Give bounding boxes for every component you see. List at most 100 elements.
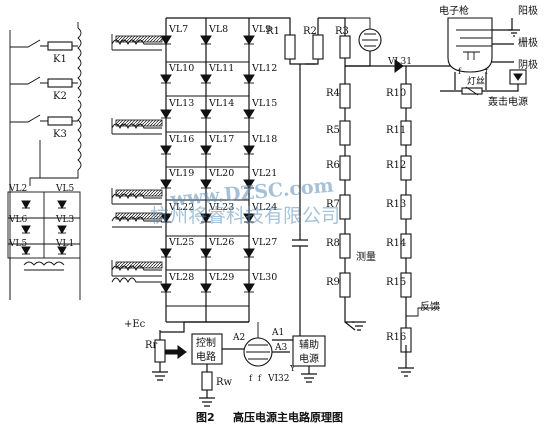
ladder-diode [160, 74, 172, 84]
ladder-diode [243, 74, 255, 84]
diode-vl32-label: VI32 [267, 374, 290, 384]
measure-resistor [339, 120, 351, 146]
diode-vl31-label: VL31 [387, 57, 412, 67]
measure-resistor [339, 83, 351, 109]
aux-supply-label-2: 电源 [299, 352, 319, 365]
cathode-label: 阴极 [518, 58, 538, 71]
diode-vl5a-label: VL5 [55, 184, 74, 194]
output-section: R1 R2 R3 VL31 [249, 17, 470, 345]
figure-caption: 图2 高压电源主电路原理图 [196, 410, 343, 424]
ladder-diode [200, 179, 212, 189]
ladder-diode-label: VL14 [208, 98, 234, 109]
ladder-diode [243, 179, 255, 189]
feedback-resistor [400, 120, 412, 146]
feedback-resistor-label: R10 [386, 88, 406, 99]
transformer-section: K1 K2 K3 [9, 22, 82, 300]
ladder-diode-label: VL29 [208, 272, 234, 283]
measure-resistor [339, 272, 351, 298]
caption-title: 高压电源主电路原理图 [233, 410, 343, 424]
watermark: www.DZSC.com 杭州将睿科技有限公司 [150, 175, 340, 227]
ladder-diode-label: VL23 [208, 202, 234, 213]
grid-label: 栅极 [518, 36, 538, 49]
ladder-diode [200, 248, 212, 258]
ladder-diode [200, 109, 212, 119]
rectifier-bridge: VL2 VL5 VL6 VL3 VL5 VL1 [7, 184, 81, 300]
ladder-diode [243, 213, 255, 223]
ladder-diode-label: VL12 [251, 63, 277, 74]
measure-resistor-label: R4 [326, 88, 340, 99]
ladder-diode-label: VL19 [168, 168, 194, 179]
ladder-diode-label: VL20 [208, 168, 234, 179]
feedback-resistor-label: R15 [386, 277, 406, 288]
ladder-diode-label: VL16 [168, 134, 194, 145]
measure-resistor-label: R9 [326, 277, 340, 288]
ladder-diode [200, 35, 212, 45]
ladder-diode [200, 145, 212, 155]
ladder-diode-label: VL10 [168, 63, 194, 74]
measure-resistor [339, 155, 351, 181]
ladder-diode-label: VL11 [208, 63, 234, 74]
switch-k1-label: K1 [53, 54, 67, 65]
diode-vl6-label: VL6 [8, 215, 27, 225]
ladder-diode [160, 109, 172, 119]
measure-resistor-label: R8 [326, 238, 340, 249]
ladder-diode [243, 283, 255, 293]
tube-a1-label: A1 [271, 328, 284, 338]
ladder-diode-label: VL9 [251, 24, 271, 35]
measure-label: 测量 [356, 250, 376, 263]
feedback-resistor [400, 194, 412, 220]
ladder-diode [243, 35, 255, 45]
ladder-diode-label: VL15 [251, 98, 277, 109]
feedback-resistor [400, 155, 412, 181]
diode-vl5b-label: VL5 [8, 239, 27, 249]
feedback-resistor-label: R16 [386, 332, 406, 343]
ladder-diode-label: VL27 [251, 237, 277, 248]
caption-number: 图2 [196, 411, 215, 424]
measure-resistor-label: R5 [326, 125, 340, 136]
measure-resistor [339, 194, 351, 220]
ec-label: +Ec [124, 319, 146, 330]
secondary-windings [111, 34, 163, 284]
ladder-diode-label: VL17 [208, 134, 234, 145]
ladder-diode-label: VL25 [168, 237, 194, 248]
ladder-diode [160, 35, 172, 45]
tube-f2-label: f [258, 374, 262, 383]
feedback-resistor-label: R12 [386, 160, 406, 171]
switch-k2-label: K2 [53, 91, 67, 102]
ladder-diode-label: VL22 [168, 202, 194, 213]
tube-a3-label: A3 [274, 343, 287, 353]
resistor-rr-label: Rr [145, 340, 158, 351]
ladder-diode [200, 213, 212, 223]
measure-resistor-label: R6 [326, 160, 340, 171]
ladder-diode-label: VL26 [208, 237, 234, 248]
measure-feedback-labels: 测量 反馈 [344, 250, 440, 377]
ladder-diode [160, 145, 172, 155]
control-circuit-label-2: 电路 [196, 350, 216, 363]
ladder-diode [160, 213, 172, 223]
resistor-r2-label: R2 [303, 26, 317, 37]
ladder-diode [160, 179, 172, 189]
feedback-resistor-label: R13 [386, 199, 406, 210]
ladder-diode [200, 283, 212, 293]
filament-label: 灯丝 [467, 75, 485, 87]
feedback-resistor-label: R14 [386, 238, 406, 249]
filament-f-right: f [485, 67, 489, 76]
electron-gun-label: 电子枪 [439, 4, 469, 17]
switch-k3-label: K3 [53, 129, 67, 140]
bombard-supply-label: 轰击电源 [488, 95, 528, 108]
control-section: +Ec Rr 控制 电路 Rw A1 A2 A3 f f Y VI32 辅助 电… [124, 319, 326, 407]
watermark-company: 杭州将睿科技有限公司 [150, 205, 340, 227]
tube-f1-label: f [249, 374, 253, 383]
ladder-diode [243, 248, 255, 258]
tube-y-label: Y [289, 364, 296, 373]
feedback-resistor [400, 233, 412, 259]
filament-f-left: f [458, 67, 462, 76]
feedback-resistor [400, 272, 412, 298]
resistor-rw-label: Rw [216, 377, 233, 388]
measure-resistor-label: R7 [326, 199, 340, 210]
diode-vl2-label: VL2 [8, 184, 27, 194]
